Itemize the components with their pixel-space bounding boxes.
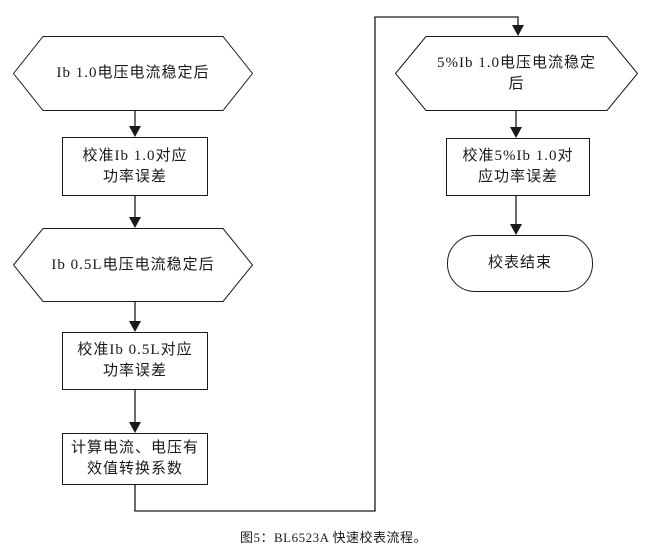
arrowhead-down-icon	[129, 126, 141, 137]
node-hexagon-ib10-stable: Ib 1.0电压电流稳定后	[13, 36, 253, 111]
node-hexagon-5pct-ib10-stable: 5%Ib 1.0电压电流稳定 后	[395, 36, 638, 111]
edge-loop-rect3-to-hex3	[134, 16, 519, 512]
node-process-cal-ib05l: 校准Ib 0.5L对应 功率误差	[62, 332, 208, 390]
arrowhead-down-icon	[129, 422, 141, 433]
node-label: 5%Ib 1.0电压电流稳定 后	[437, 54, 596, 92]
arrowhead-down-icon	[129, 217, 141, 228]
hexagon-shape	[13, 228, 253, 302]
node-label: 校准Ib 1.0对应 功率误差	[82, 147, 188, 185]
hexagon-shape	[13, 36, 253, 111]
node-process-cal-5pct-ib10: 校准5%Ib 1.0对 应功率误差	[446, 138, 590, 196]
node-label: Ib 1.0电压电流稳定后	[56, 65, 210, 81]
hexagon-shape	[395, 36, 638, 111]
node-process-cal-ib10: 校准Ib 1.0对应 功率误差	[62, 137, 208, 196]
node-label: 计算电流、电压有 效值转换系数	[70, 440, 199, 477]
arrowhead-down-icon	[512, 25, 524, 36]
node-label: 校准Ib 0.5L对应 功率误差	[77, 342, 193, 379]
node-hexagon-ib05l-stable: Ib 0.5L电压电流稳定后	[13, 228, 253, 302]
node-label: 校表结束	[487, 255, 552, 271]
arrowhead-down-icon	[510, 224, 522, 235]
arrowhead-down-icon	[510, 127, 522, 138]
node-label: Ib 0.5L电压电流稳定后	[51, 256, 215, 273]
figure-caption: 图5：BL6523A 快速校表流程。	[239, 530, 428, 545]
node-process-calc-rms-coeff: 计算电流、电压有 效值转换系数	[62, 433, 208, 485]
node-terminator-calibration-end: 校表结束	[447, 235, 593, 292]
node-label: 校准5%Ib 1.0对 应功率误差	[462, 148, 574, 185]
arrowhead-down-icon	[129, 321, 141, 332]
